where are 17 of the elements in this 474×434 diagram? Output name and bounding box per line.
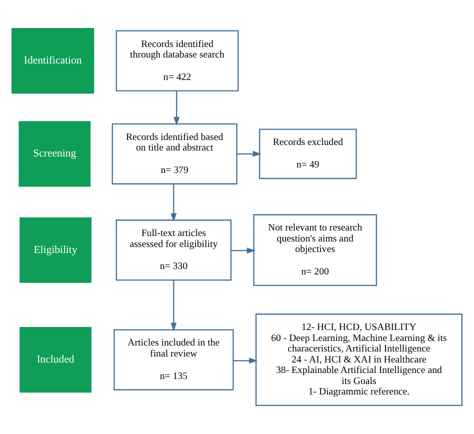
node-box: Full-text articles assessed for eligibility n= 330: [116, 220, 232, 281]
arrow: [170, 280, 177, 332]
node-box: Records excluded n= 49: [259, 128, 357, 180]
arrow: [236, 150, 262, 157]
node-box: Not relevant to research question's aims and objectives n= 200: [253, 214, 377, 286]
node-box: Identification: [12, 28, 94, 94]
node-box: Eligibility: [20, 217, 92, 283]
arrow: [174, 91, 180, 126]
node-box: Records identified through database search n= 422: [116, 30, 239, 92]
arrow: [231, 248, 256, 254]
node-box: Included: [20, 326, 92, 393]
node-box: Screening: [18, 121, 91, 187]
node-box: Records identified based on title and abstract n= 379: [112, 123, 238, 184]
node-box: Articles included in the final review n= 135: [114, 329, 234, 390]
node-box: 12- HCI, HCD, USABILITY 60 - Deep Learning, Machine Learning & its characeristics, Artificial Intelligence 24 - AI, HCI & XAI in Healthcare 38- Explainable Artificial Intelligence and its Goals 1- Diagrammic reference.: [255, 314, 462, 406]
arrow: [170, 184, 177, 222]
arrow: [233, 358, 258, 364]
